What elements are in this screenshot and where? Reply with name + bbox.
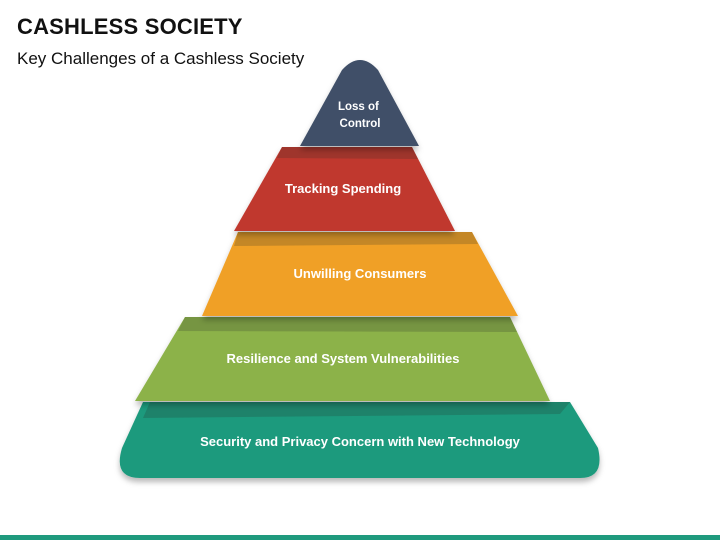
tier-5-shape <box>119 402 600 478</box>
pyramid-tier-3: Unwilling Consumers <box>202 232 518 316</box>
pyramid-tier-2: Tracking Spending <box>234 147 455 231</box>
slide-title: CASHLESS SOCIETY <box>17 14 243 39</box>
tier-3-label: Unwilling Consumers <box>294 266 427 281</box>
tier-1-label: Loss of Control <box>338 101 382 130</box>
tier-3-shape <box>202 232 518 316</box>
tier-5-fold-shadow <box>143 402 570 418</box>
tier-4-shape <box>135 317 550 401</box>
tier-3-fold-shadow <box>234 232 478 246</box>
tier-1-shape <box>300 60 419 146</box>
slide-subtitle: Key Challenges of a Cashless Society <box>17 49 305 68</box>
tier-5-label: Security and Privacy Concern with New Te… <box>200 434 521 449</box>
pyramid-tier-1: Loss of Control <box>300 60 419 146</box>
tier-2-fold-shadow <box>277 147 418 159</box>
tier-4-fold-shadow <box>178 317 517 332</box>
pyramid-tier-4: Resilience and System Vulnerabilities <box>135 317 550 401</box>
tier-2-shape <box>234 147 455 231</box>
tier-4-label: Resilience and System Vulnerabilities <box>227 351 460 366</box>
pyramid-tier-5: Security and Privacy Concern with New Te… <box>119 402 600 478</box>
tier-2-label: Tracking Spending <box>285 181 401 196</box>
bottom-accent-bar <box>0 535 720 540</box>
